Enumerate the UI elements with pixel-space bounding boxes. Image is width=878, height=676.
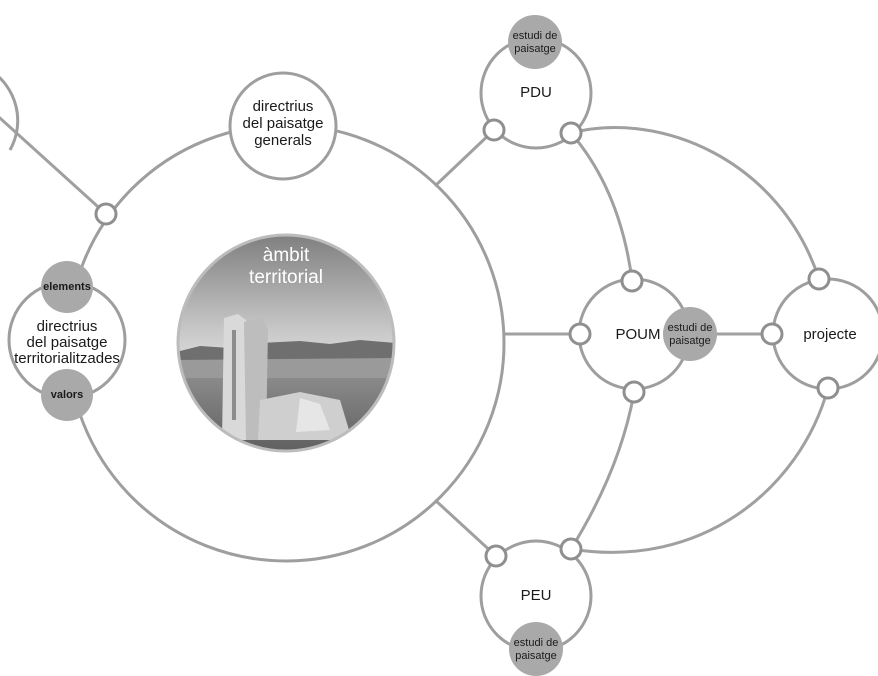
pdu-badge-line2: paisatge	[514, 43, 556, 55]
poum-badge-line1: estudi de	[668, 322, 713, 334]
valors-badge-label: valors	[51, 389, 83, 401]
connector-center-peu	[433, 498, 498, 558]
territorialitzades-line2: del paisatge	[27, 334, 108, 351]
connector-pdu-poum	[569, 132, 634, 281]
poum-badge-line2: paisatge	[669, 335, 711, 347]
connector-peu-projecte	[570, 387, 830, 554]
poum-junction-bottom	[622, 380, 646, 404]
poum-label: POUM	[616, 326, 661, 343]
ambit-title-line2: territorial	[249, 267, 323, 288]
ambit-title-line1: àmbit	[263, 245, 310, 266]
peu-badge-line1: estudi de	[514, 637, 559, 649]
generals-line3: generals	[254, 132, 312, 149]
pdu-badge-line1: estudi de	[513, 30, 558, 42]
offscreen-circle-arc	[0, 75, 20, 151]
projecte-junction-top	[807, 267, 831, 291]
generals-line2: del paisatge	[243, 115, 324, 132]
peu-junction-left	[484, 544, 508, 568]
poum-junction-left	[568, 322, 592, 346]
connector-offscreen-left	[0, 116, 108, 216]
junction-node-left	[94, 202, 118, 226]
territorialitzades-line3: territorialitzades	[14, 350, 120, 367]
poum-junction-top	[620, 269, 644, 293]
pdu-label: PDU	[520, 84, 552, 101]
pdu-junction-right	[559, 121, 583, 145]
generals-line1: directrius	[253, 98, 314, 115]
connector-center-pdu	[433, 128, 496, 188]
projecte-node[interactable]: projecte	[760, 267, 878, 400]
connector-lines	[0, 116, 830, 558]
peu-node[interactable]: estudi de paisatge PEU	[479, 537, 593, 676]
valors-badge	[41, 369, 93, 421]
projecte-junction-bottom	[816, 376, 840, 400]
projecte-junction-left	[760, 322, 784, 346]
directrius-generals-node[interactable]: directrius del paisatge generals	[228, 71, 338, 181]
photo-border	[176, 233, 396, 453]
poum-node[interactable]: estudi de paisatge POUM	[568, 269, 717, 404]
directrius-territorialitzades-node[interactable]: elements valors directrius del paisatge …	[7, 261, 127, 421]
pdu-junction-left	[482, 118, 506, 142]
peu-junction-right	[559, 537, 583, 561]
connector-pdu-projecte	[570, 126, 821, 280]
elements-badge-label: elements	[43, 281, 91, 293]
pdu-node[interactable]: estudi de paisatge PDU	[479, 15, 593, 150]
ambit-territorial-photo-circle: àmbit territorial	[176, 233, 396, 453]
projecte-label: projecte	[803, 326, 856, 343]
poum-estudi-badge	[663, 307, 717, 361]
peu-estudi-badge	[509, 622, 563, 676]
peu-badge-line2: paisatge	[515, 650, 557, 662]
pdu-estudi-badge	[508, 15, 562, 69]
territorialitzades-line1: directrius	[37, 318, 98, 335]
connector-peu-poum	[569, 392, 636, 550]
peu-label: PEU	[521, 587, 552, 604]
elements-badge	[41, 261, 93, 313]
